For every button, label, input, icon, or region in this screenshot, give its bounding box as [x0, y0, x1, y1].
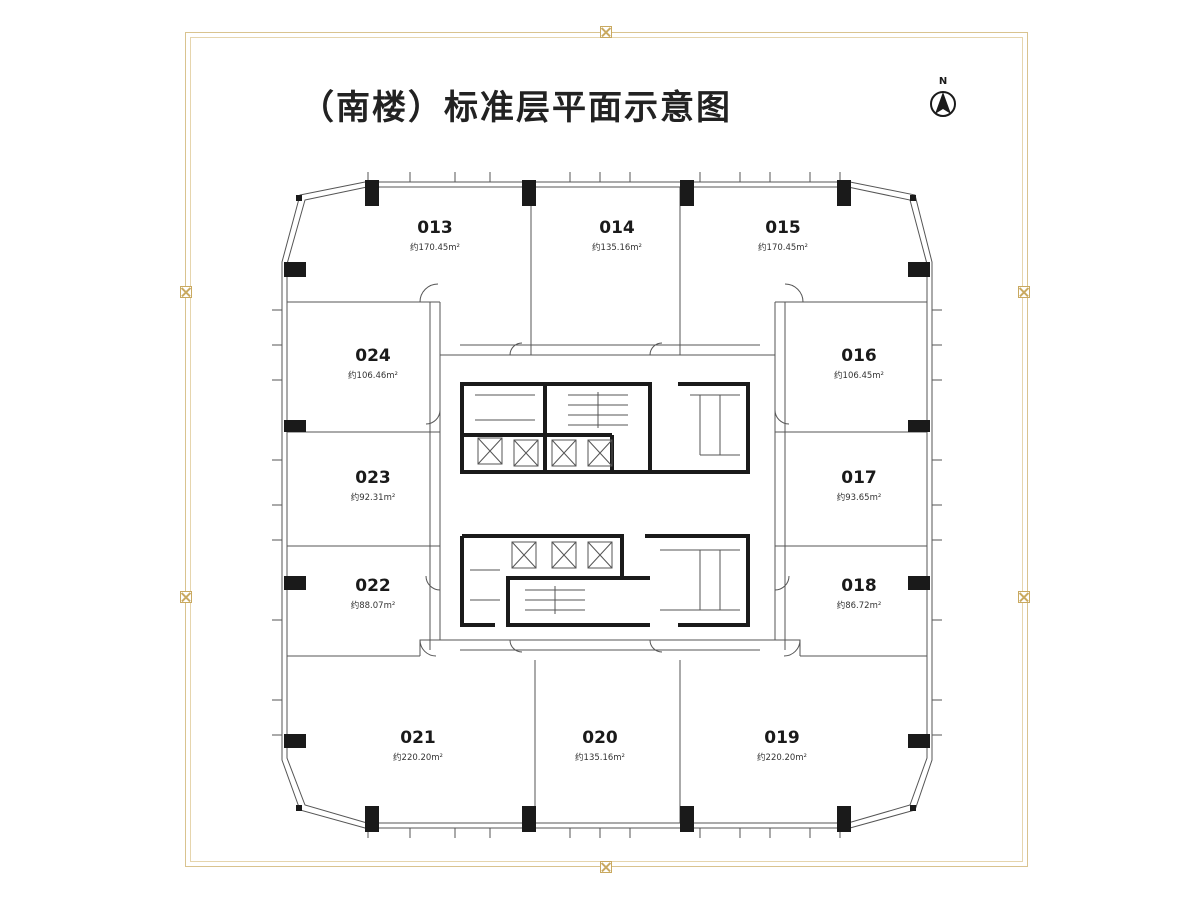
north-arrow-icon [930, 91, 956, 117]
unit-023[interactable]: 023 约92.31m² [318, 468, 428, 503]
unit-number: 017 [841, 468, 877, 488]
unit-area: 约170.45m² [758, 243, 808, 253]
unit-number: 016 [841, 346, 877, 366]
unit-area: 约106.46m² [348, 371, 398, 381]
unit-number: 023 [355, 468, 391, 488]
unit-area: 约220.20m² [757, 753, 807, 763]
unit-number: 018 [841, 576, 877, 596]
unit-area: 约86.72m² [836, 601, 882, 611]
unit-area: 约106.45m² [834, 371, 884, 381]
north-arrow: N [928, 76, 958, 122]
unit-022[interactable]: 022 约88.07m² [318, 576, 428, 611]
unit-014[interactable]: 014 约135.16m² [562, 218, 672, 253]
unit-number: 024 [355, 346, 391, 366]
unit-024[interactable]: 024 约106.46m² [318, 346, 428, 381]
unit-area: 约135.16m² [592, 243, 642, 253]
unit-019[interactable]: 019 约220.20m² [727, 728, 837, 763]
frame-marker-icon [180, 591, 192, 603]
frame-marker-icon [1018, 591, 1030, 603]
page-title: （南楼）标准层平面示意图 [300, 88, 732, 128]
unit-number: 021 [400, 728, 436, 748]
frame-marker-icon [600, 26, 612, 38]
unit-number: 014 [599, 218, 635, 238]
frame-marker-icon [600, 861, 612, 873]
unit-015[interactable]: 015 约170.45m² [728, 218, 838, 253]
unit-number: 013 [417, 218, 453, 238]
unit-018[interactable]: 018 约86.72m² [804, 576, 914, 611]
unit-number: 022 [355, 576, 391, 596]
unit-number: 015 [765, 218, 801, 238]
unit-area: 约93.65m² [836, 493, 882, 503]
unit-013[interactable]: 013 约170.45m² [380, 218, 490, 253]
north-label: N [938, 76, 948, 87]
unit-number: 020 [582, 728, 618, 748]
frame-marker-icon [180, 286, 192, 298]
unit-021[interactable]: 021 约220.20m² [363, 728, 473, 763]
unit-area: 约135.16m² [575, 753, 625, 763]
unit-017[interactable]: 017 约93.65m² [804, 468, 914, 503]
unit-area: 约88.07m² [350, 601, 396, 611]
frame-marker-icon [1018, 286, 1030, 298]
unit-number: 019 [764, 728, 800, 748]
unit-016[interactable]: 016 约106.45m² [804, 346, 914, 381]
unit-area: 约92.31m² [350, 493, 396, 503]
unit-area: 约170.45m² [410, 243, 460, 253]
unit-area: 约220.20m² [393, 753, 443, 763]
unit-020[interactable]: 020 约135.16m² [545, 728, 655, 763]
